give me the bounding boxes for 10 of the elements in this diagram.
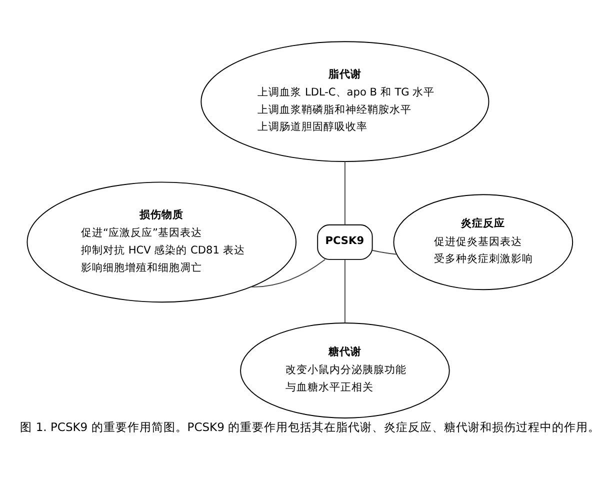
node-ellipse: 脂代谢 上调血浆 LDL-C、apo B 和 TG 水平 上调血浆鞘磷脂和神经鞘胺水平 上调肠道胆固醇吸收率 xyxy=(200,41,490,162)
caption: 图 1. PCSK9 的重要作用简图。PCSK9 的重要作用包括其在脂代谢、炎症反应、糖代谢和损伤过程中的作用。 xyxy=(20,420,600,434)
connector xyxy=(344,160,346,226)
connector xyxy=(372,250,397,255)
node-ellipse: 糖代谢 改变小鼠内分泌胰腺功能 与血糖水平正相关 xyxy=(240,322,450,418)
connector xyxy=(250,258,326,288)
node-ellipse: 炎症反应 促进促炎基因表达 受多种炎症刺激影响 xyxy=(393,194,574,290)
node-ellipse: 损伤物质 促进“应激反应”基因表达 抑制对抗 HCV 感染的 CD81 表达 影响细胞增殖和细胞凋亡 xyxy=(26,182,296,303)
node-box: PCSK9 xyxy=(317,224,373,260)
connector xyxy=(344,259,346,324)
